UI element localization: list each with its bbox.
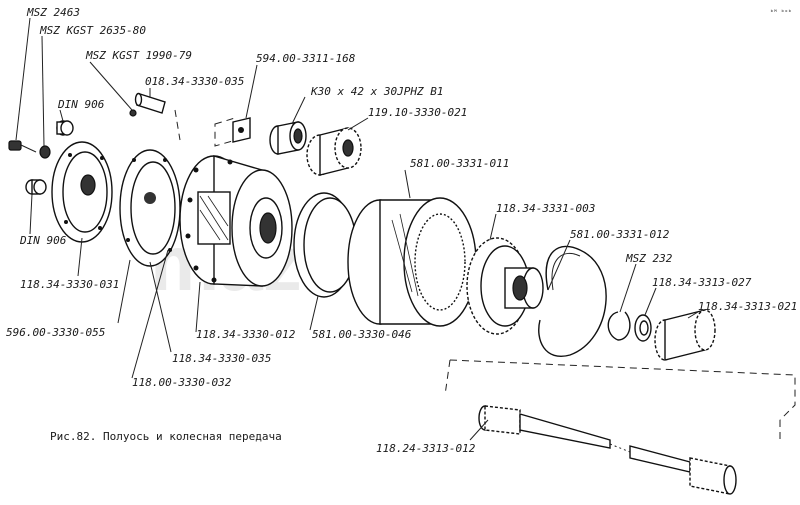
plug-top-part bbox=[56, 120, 74, 136]
bolt-part bbox=[8, 140, 37, 153]
pin-part bbox=[129, 109, 137, 117]
label-k30-bearing: K30 x 42 x 30JPHZ B1 bbox=[310, 85, 443, 98]
needle-bearing-part bbox=[269, 121, 307, 155]
leader-lines bbox=[15, 17, 699, 441]
label-kgst1990: MSZ KGST 1990-79 bbox=[85, 49, 192, 62]
label-kgst2635: MSZ KGST 2635-80 bbox=[39, 24, 146, 37]
hub-housing-part bbox=[179, 155, 293, 287]
circlip-part bbox=[607, 311, 631, 341]
thrust-washer-part bbox=[634, 314, 652, 342]
label-118-34-3330-035: 118.34-3330-035 bbox=[172, 352, 271, 365]
label-118-34-3331-003: 118.34-3331-003 bbox=[496, 202, 595, 215]
seal-ring-part bbox=[293, 192, 357, 298]
label-018-34-3330-035: 018.34-3330-035 bbox=[145, 75, 244, 88]
carrier-gear-part bbox=[466, 237, 544, 335]
figure-caption: Рис.82. Полуось и колесная передача bbox=[50, 430, 282, 443]
label-581-00-3331-012: 581.00-3331-012 bbox=[570, 228, 670, 241]
assembly-frame-left bbox=[444, 359, 451, 396]
label-581-00-3330-046: 581.00-3330-046 bbox=[312, 328, 412, 341]
snap-ring-part bbox=[538, 245, 607, 357]
label-118-34-3330-031: 118.34-3330-031 bbox=[20, 278, 119, 291]
plug-left-part bbox=[25, 179, 47, 195]
corner-mark: ᵇᴹ ᵇᵒᵇ bbox=[770, 9, 792, 16]
lock-plate-part bbox=[214, 117, 251, 147]
label-din906-top: DIN 906 bbox=[57, 98, 105, 111]
label-din906-left: DIN 906 bbox=[19, 234, 67, 247]
roller-pin-part bbox=[134, 92, 166, 114]
label-119-10-3330-021: 119.10-3330-021 bbox=[368, 106, 467, 119]
assembly-frame-top bbox=[449, 359, 796, 421]
label-118-34-3330-012: 118.34-3330-012 bbox=[196, 328, 296, 341]
label-118-34-3313-027: 118.34-3313-027 bbox=[652, 276, 752, 289]
ring-gear-part bbox=[347, 197, 477, 327]
label-msz232: MSZ 232 bbox=[625, 252, 673, 265]
dashed-guide-pin bbox=[174, 109, 181, 141]
spline-hub-part bbox=[654, 309, 716, 361]
label-581-00-3331-011: 581.00-3331-011 bbox=[410, 157, 509, 170]
label-msz2463: MSZ 2463 bbox=[26, 6, 80, 19]
label-594-00-3311-168: 594.00-3311-168 bbox=[256, 52, 356, 65]
cover-plate-part bbox=[51, 141, 113, 243]
axle-shaft-part bbox=[478, 405, 737, 495]
washer-part bbox=[39, 145, 51, 159]
gasket-part bbox=[119, 149, 181, 267]
label-596-00-3330-055: 596.00-3330-055 bbox=[6, 326, 105, 339]
label-118-24-3313-012: 118.24-3313-012 bbox=[376, 442, 476, 455]
small-gear-part bbox=[306, 127, 362, 176]
label-118-00-3330-032: 118.00-3330-032 bbox=[132, 376, 232, 389]
label-118-34-3313-021: 118.34-3313-021 bbox=[698, 300, 797, 313]
